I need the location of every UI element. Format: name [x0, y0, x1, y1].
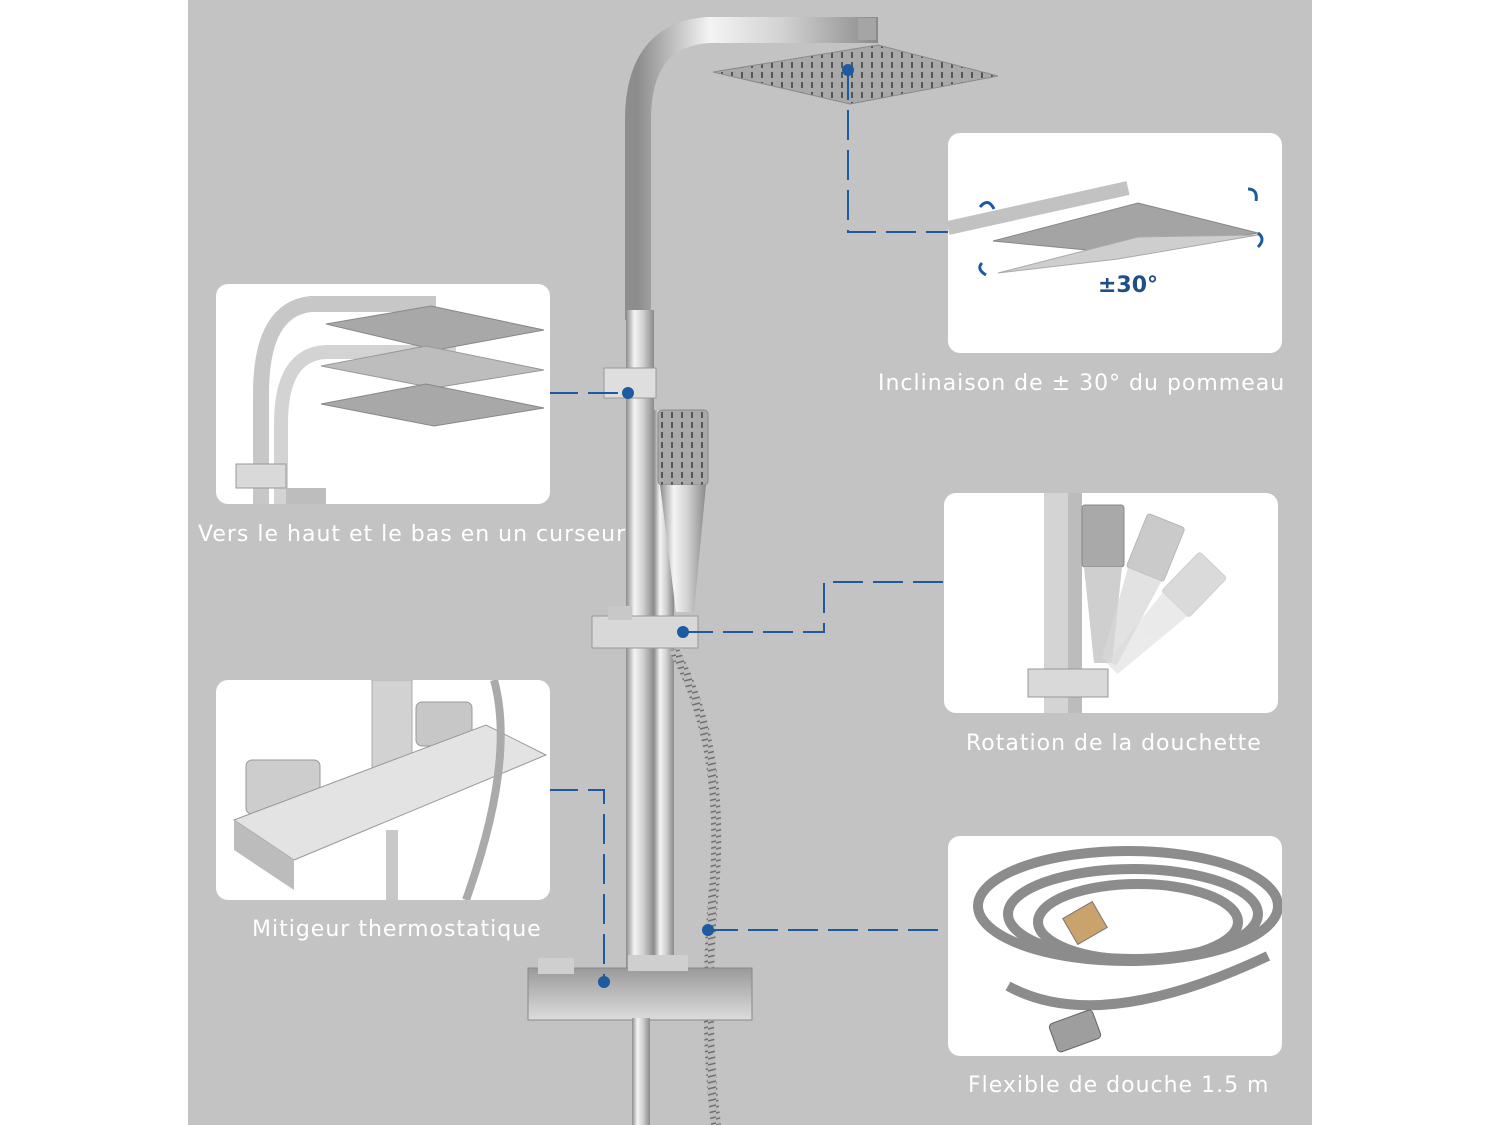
slider-detail-panel [216, 284, 550, 504]
hose-detail-image [973, 846, 1282, 1053]
hose-caption: Flexible de douche 1.5 m [968, 1073, 1270, 1098]
rotation-detail-image [1027, 493, 1227, 713]
mixer-detail-image [232, 680, 548, 900]
rotation-caption: Rotation de la douchette [966, 731, 1262, 756]
product-illustration: Vers le haut et le bas en un curseur ±30… [188, 0, 1312, 1125]
rotate-arrow-icon [978, 201, 996, 210]
tilt-angle-label: ±30° [1098, 273, 1159, 298]
rain-shower-head [712, 44, 999, 105]
slider-detail-image [235, 296, 545, 504]
rotate-arrow-icon [1247, 187, 1258, 202]
shower-column-image [527, 17, 999, 1125]
rotate-arrow-icon [1256, 231, 1264, 249]
thermostatic-mixer [527, 955, 753, 1125]
tilt-caption: Inclinaison de ± 30° du pommeau [878, 371, 1286, 396]
hand-shower [657, 409, 709, 612]
mixer-detail-panel [216, 680, 550, 900]
hose-detail-panel [948, 836, 1282, 1056]
rotate-arrow-icon [978, 261, 987, 277]
mixer-caption: Mitigeur thermostatique [252, 917, 542, 942]
tilt-detail-panel: ±30° [948, 133, 1282, 353]
tilt-detail-image [948, 181, 1264, 277]
slider-caption: Vers le haut et le bas en un curseur [198, 522, 627, 547]
rotation-detail-panel [944, 493, 1278, 713]
